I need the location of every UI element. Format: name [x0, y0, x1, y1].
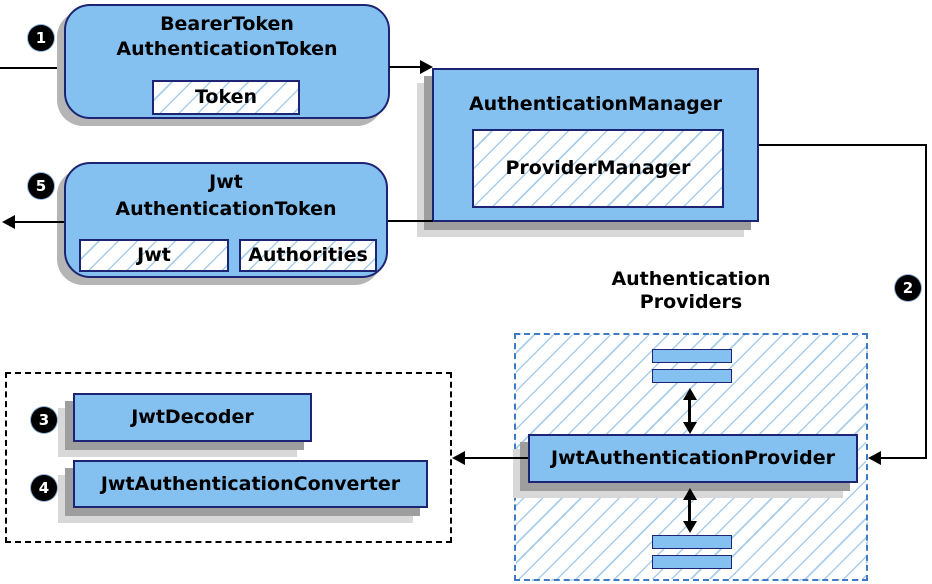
- step-1-badge: 1: [28, 25, 54, 51]
- jwt-field-label: Jwt: [137, 244, 171, 266]
- jwt-token-box-title-line1: Jwt: [209, 171, 243, 193]
- provider-stack-bar: [652, 369, 732, 383]
- jwt-authentication-converter-box: JwtAuthenticationConverter: [73, 460, 428, 508]
- jwt-token-box-title-line2: AuthenticationToken: [115, 198, 337, 220]
- authentication-providers-label-line2: Providers: [639, 291, 743, 313]
- manager-to-provider-line-vertical: [925, 144, 927, 459]
- provider-stack-double-arrow-icon: [683, 388, 697, 434]
- authentication-manager-box: AuthenticationManager ProviderManager: [432, 68, 759, 222]
- jwt-authentication-token-box: Jwt AuthenticationToken Jwt Authorities: [64, 162, 388, 278]
- authorities-field: Authorities: [239, 239, 377, 272]
- token-field: Token: [152, 80, 300, 115]
- step-5-badge: 5: [28, 173, 54, 199]
- jwt-decoder-label: JwtDecoder: [131, 406, 254, 428]
- bearer-to-manager-arrowhead-icon: [420, 60, 433, 74]
- token-field-label: Token: [194, 86, 258, 108]
- authentication-manager-title: AuthenticationManager: [468, 93, 723, 115]
- provider-to-decoder-line: [464, 457, 528, 459]
- step-2-badge: 2: [895, 275, 921, 301]
- bearer-token-box-title-line1: BearerToken: [160, 13, 294, 35]
- authorities-field-label: Authorities: [248, 244, 368, 266]
- provider-stack-bar: [652, 555, 732, 569]
- bearer-token-authentication-token-box: BearerToken AuthenticationToken Token: [64, 4, 390, 119]
- provider-stack-double-arrow-icon: [683, 488, 697, 533]
- step-4-badge: 4: [31, 475, 57, 501]
- manager-to-provider-line-horizontal: [759, 144, 927, 146]
- jwt-decoder-box: JwtDecoder: [73, 393, 312, 442]
- outgoing-result-arrowhead-icon: [2, 215, 15, 229]
- manager-to-jwt-token-line: [388, 220, 433, 222]
- jwt-field: Jwt: [79, 239, 229, 272]
- authentication-providers-label-line1: Authentication: [611, 268, 771, 290]
- authentication-providers-label: Authentication Providers: [514, 268, 868, 314]
- jwt-authentication-converter-label: JwtAuthenticationConverter: [100, 472, 401, 495]
- provider-stack-bar: [652, 349, 732, 363]
- provider-to-decoder-arrowhead-icon: [452, 451, 465, 465]
- provider-manager-label: ProviderManager: [505, 157, 691, 179]
- manager-to-provider-arrowhead-icon: [868, 451, 881, 465]
- jwt-authentication-provider-box: JwtAuthenticationProvider: [528, 434, 858, 483]
- incoming-request-line: [0, 67, 64, 69]
- step-3-badge: 3: [31, 407, 57, 433]
- bearer-token-box-title-line2: AuthenticationToken: [116, 38, 338, 60]
- outgoing-result-line: [14, 221, 64, 223]
- provider-manager-box: ProviderManager: [472, 129, 724, 208]
- manager-to-provider-line-end: [881, 457, 927, 459]
- jwt-authentication-provider-label: JwtAuthenticationProvider: [551, 447, 835, 469]
- bearer-to-manager-line: [389, 66, 421, 68]
- decoder-converter-group-box: [5, 372, 452, 543]
- provider-stack-bar: [652, 535, 732, 549]
